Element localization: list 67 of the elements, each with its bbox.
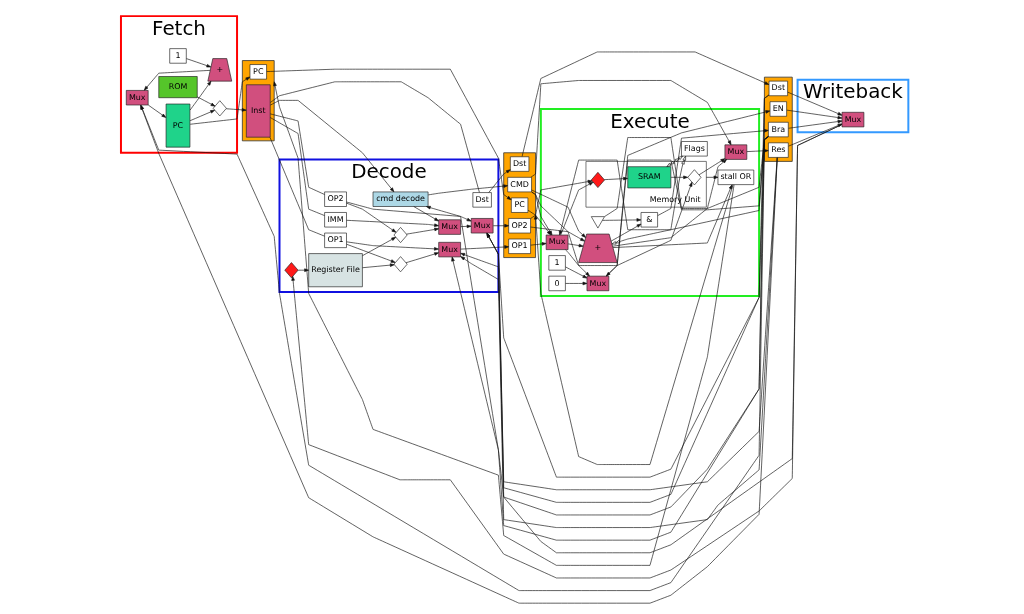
arrow <box>488 169 511 193</box>
arrow <box>787 91 843 116</box>
arrow <box>603 176 628 181</box>
node-bowtie <box>393 256 408 273</box>
arrow <box>606 110 771 277</box>
arrow <box>786 109 843 120</box>
arrow <box>405 252 439 264</box>
arrow <box>413 206 439 222</box>
arrow <box>492 224 509 228</box>
arrow <box>346 202 397 233</box>
connector <box>269 117 325 216</box>
arrow <box>534 184 734 465</box>
arrow <box>297 268 309 272</box>
arrow <box>406 227 439 235</box>
arrow <box>486 94 770 503</box>
arrow <box>606 136 769 277</box>
connector <box>604 136 769 217</box>
arrow <box>558 136 769 236</box>
arrow <box>270 100 395 193</box>
arrow <box>565 266 588 279</box>
arrow <box>531 191 590 277</box>
arrow <box>560 181 594 236</box>
arrow <box>788 119 843 129</box>
arrow <box>746 149 769 153</box>
arrow <box>611 155 686 245</box>
arrow <box>788 123 843 147</box>
arrow <box>610 223 642 242</box>
arrow <box>612 184 733 248</box>
arrow <box>451 94 770 541</box>
arrow <box>189 76 251 125</box>
connector <box>269 113 325 195</box>
arrow <box>225 108 247 112</box>
arrow <box>189 80 212 111</box>
arrow <box>362 237 396 256</box>
arrow <box>266 68 512 201</box>
arrow <box>273 81 735 566</box>
arrow <box>706 175 719 180</box>
arrow <box>346 219 439 227</box>
arrow <box>143 70 211 91</box>
arrow <box>602 218 642 222</box>
arrow <box>460 224 472 229</box>
node-triangle <box>590 216 605 229</box>
arrow <box>530 80 732 178</box>
arrow <box>530 226 585 242</box>
arrow <box>657 129 769 216</box>
arrow <box>567 243 584 248</box>
arrow <box>346 201 472 222</box>
connector <box>270 81 480 193</box>
connector <box>269 137 325 237</box>
arrow <box>346 243 396 263</box>
arrow <box>147 104 167 118</box>
arrow <box>530 242 547 246</box>
arrow <box>460 245 509 250</box>
arrow <box>670 175 688 180</box>
arrow <box>565 181 693 266</box>
arrow <box>189 109 215 121</box>
arrow <box>530 179 593 219</box>
arrow <box>426 124 843 554</box>
arrow <box>666 155 683 167</box>
arrow <box>362 263 395 269</box>
arrow <box>427 184 508 196</box>
arrow <box>291 124 843 579</box>
arrow <box>186 58 212 68</box>
arrow <box>346 241 439 251</box>
arrow <box>698 158 726 176</box>
arrow <box>565 281 588 286</box>
arrow <box>196 96 216 107</box>
